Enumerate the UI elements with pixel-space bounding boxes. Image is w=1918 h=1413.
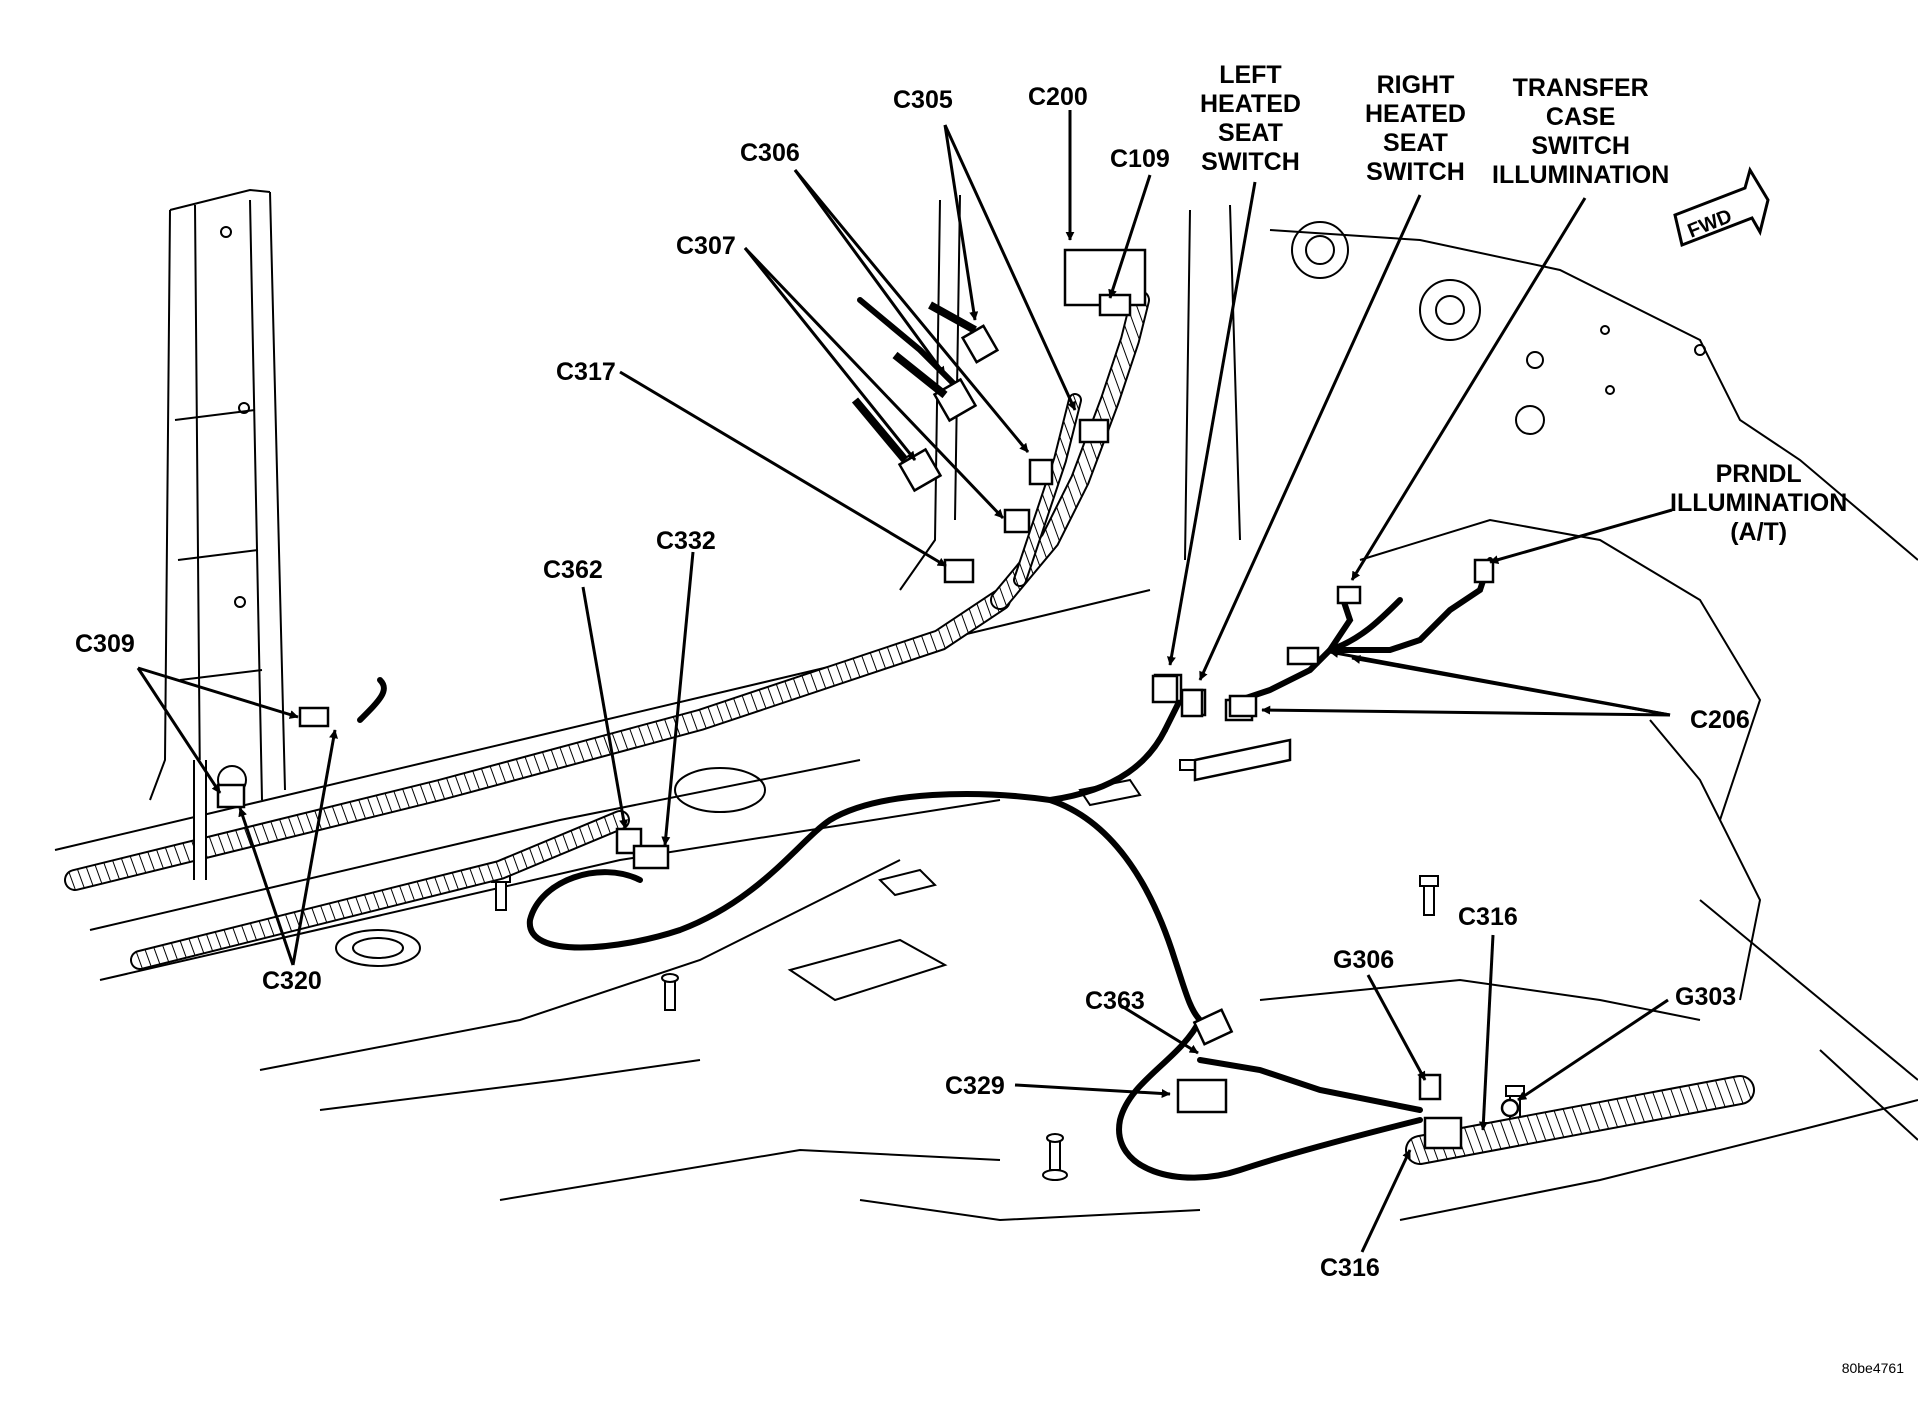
leader-c206-c (1351, 655, 1671, 717)
label-c362: C362 (543, 556, 603, 584)
leader-lines (136, 110, 1673, 1253)
leader-c332 (661, 551, 695, 846)
leader-c307-b (743, 246, 1005, 520)
leader-c306-b (793, 169, 1030, 453)
leader-c316-top (1478, 934, 1495, 1131)
leader-c109 (1108, 174, 1152, 299)
label-c316-top: C316 (1458, 903, 1518, 931)
label-c109: C109 (1110, 145, 1170, 173)
label-c309: C309 (75, 630, 135, 658)
leader-c320-b (291, 729, 338, 966)
label-c329: C329 (945, 1072, 1005, 1100)
label-g303: G303 (1675, 983, 1737, 1011)
label-c307: C307 (676, 232, 736, 260)
leader-c206-a (1261, 705, 1671, 717)
leader-c305-b (943, 124, 1077, 411)
leader-transfer-case (1350, 197, 1587, 581)
label-g306: G306 (1333, 946, 1395, 974)
label-c363: C363 (1085, 987, 1145, 1015)
mounting-screws (851, 301, 977, 463)
label-c306: C306 (740, 139, 800, 167)
connector-bodies (216, 248, 1520, 1150)
b-pillar (149, 188, 286, 801)
label-c305: C305 (893, 86, 953, 114)
leader-c307-a (743, 247, 917, 461)
leader-c305-a (943, 124, 979, 321)
switch-connectors (1151, 674, 1292, 782)
label-right-heated-seat-switch: RIGHT HEATED SEAT SWITCH (1365, 71, 1466, 186)
leader-c306-a (793, 169, 947, 376)
leader-c329 (1014, 1083, 1171, 1099)
label-c317: C317 (556, 358, 616, 386)
label-left-heated-seat-switch: LEFT HEATED SEAT SWITCH (1200, 61, 1301, 176)
leader-g306 (1366, 974, 1427, 1081)
label-prndl-illumination: PRNDL ILLUMINATION (A/T) (1670, 460, 1848, 546)
leader-c362 (581, 586, 629, 829)
wire-runs (357, 297, 1493, 1181)
label-c316-bottom: C316 (1320, 1254, 1380, 1282)
leader-c317 (619, 370, 947, 568)
leader-right-heated-seat (1198, 194, 1422, 681)
leader-g303 (1517, 998, 1669, 1102)
leader-prndl (1489, 508, 1673, 565)
label-c320: C320 (262, 967, 322, 995)
leader-c316-bottom (1360, 1149, 1412, 1253)
label-c206: C206 (1690, 706, 1750, 734)
leader-c309-b (136, 667, 222, 794)
leader-c309-a (137, 666, 299, 719)
leader-c320-a (238, 807, 295, 966)
label-c332: C332 (656, 527, 716, 555)
leader-c363 (1119, 1003, 1199, 1055)
fwd-arrow-icon: FWD (1673, 166, 1770, 248)
leader-left-heated-seat (1166, 181, 1257, 666)
figure-id: 80be4761 (1841, 1360, 1904, 1376)
label-c200: C200 (1028, 83, 1088, 111)
label-transfer-case-switch-illumination: TRANSFER CASE SWITCH ILLUMINATION (1492, 74, 1670, 189)
